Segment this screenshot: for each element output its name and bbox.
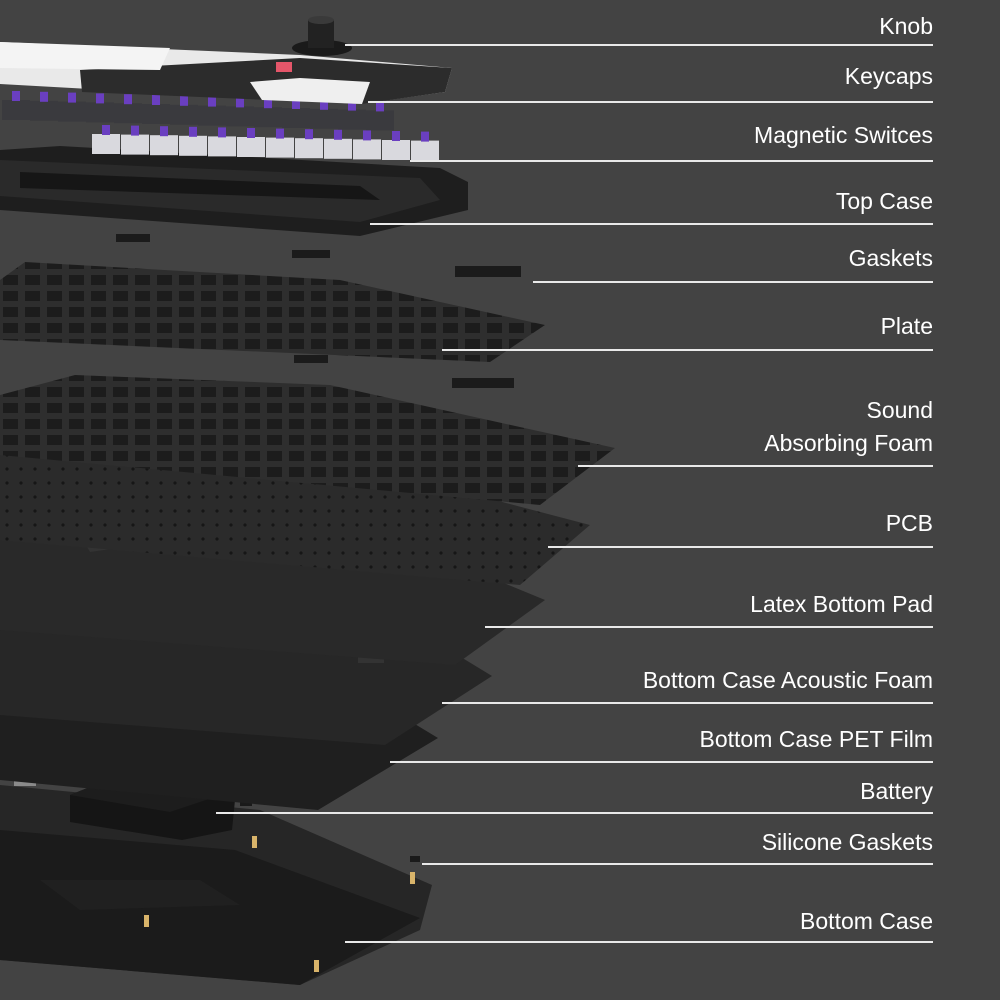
switch-body (58, 101, 86, 122)
magnetic-switches-shape (2, 91, 439, 161)
knob-shape (292, 16, 352, 56)
leader-battery (216, 812, 933, 814)
switch-body (366, 110, 394, 131)
switch-body (30, 100, 58, 121)
leader-bottom-case (345, 941, 933, 943)
foam-cutout-shape (358, 655, 384, 663)
top-case-shape (0, 146, 468, 236)
leader-sound-absorbing-foam (578, 465, 933, 467)
switch-stem (12, 91, 20, 101)
label-top-case: Top Case (835, 188, 933, 214)
label-plate: Plate (880, 313, 933, 339)
switch-stem (334, 129, 342, 140)
switch-body (295, 138, 323, 159)
label-bottom-case: Bottom Case (800, 908, 933, 934)
switch-body (353, 139, 381, 160)
switch-body (254, 107, 282, 128)
leader-bottom-case-acoustic-foam (442, 702, 933, 704)
switch-stem (208, 96, 216, 107)
switch-stem (124, 94, 132, 105)
switch-body (92, 134, 120, 154)
switch-stem (363, 130, 371, 141)
switch-body (86, 102, 114, 123)
switch-body (121, 134, 149, 155)
switch-stem (160, 126, 168, 137)
label-latex-bottom-pad: Latex Bottom Pad (750, 591, 933, 617)
switch-stem (236, 97, 244, 108)
switch-body (208, 136, 236, 157)
label-battery: Battery (860, 778, 933, 804)
switch-stem (218, 127, 226, 138)
switch-stem (131, 125, 139, 136)
label-pcb: PCB (885, 510, 933, 536)
switch-stem (276, 128, 284, 139)
label-sound-absorbing-foam-line2: Absorbing Foam (764, 430, 933, 456)
switch-body (310, 108, 338, 129)
gasket-shape (455, 266, 521, 277)
pcb-shape (0, 440, 590, 585)
leader-gaskets (533, 281, 933, 283)
label-knob: Knob (879, 13, 933, 39)
leader-keycaps (368, 101, 933, 103)
switch-stem (180, 95, 188, 106)
switch-body (411, 140, 439, 161)
leader-top-case (370, 223, 933, 225)
switch-body (382, 140, 410, 160)
switch-stem (292, 99, 300, 109)
gasket-shape (292, 250, 330, 258)
leader-pcb (548, 546, 933, 548)
bottom-case-shape (0, 772, 432, 985)
leader-bottom-case-pet-film (390, 761, 933, 763)
switch-body (266, 137, 294, 158)
switch-body (170, 104, 198, 125)
silicone-gasket-shape (410, 856, 420, 862)
switch-body (150, 135, 178, 156)
switch-body (338, 109, 366, 130)
leader-silicone-gaskets (422, 863, 933, 865)
switch-body (142, 104, 170, 124)
label-gaskets: Gaskets (848, 245, 933, 271)
leader-knob (345, 44, 933, 46)
label-silicone-gaskets: Silicone Gaskets (761, 829, 933, 855)
gasket-shape (452, 378, 514, 388)
label-sound-absorbing-foam: Sound Absorbing Foam (633, 394, 933, 460)
switch-body (237, 137, 265, 157)
plate-shape (0, 262, 545, 362)
keycaps-shape (0, 42, 452, 104)
switch-stem (189, 126, 197, 137)
switch-body (226, 106, 254, 127)
switch-stem (40, 91, 48, 102)
switch-stem (305, 129, 313, 140)
switch-stem (152, 95, 160, 105)
label-magnetic-switches: Magnetic Switces (754, 122, 933, 148)
switch-stem (102, 125, 110, 135)
label-bottom-case-acoustic-foam: Bottom Case Acoustic Foam (642, 667, 933, 693)
switch-body (282, 108, 310, 128)
switch-stem (320, 99, 328, 110)
switch-stem (376, 101, 384, 112)
switch-body (198, 105, 226, 126)
switch-stem (264, 98, 272, 109)
leader-magnetic-switches (410, 160, 933, 162)
switch-stem (421, 131, 429, 142)
leader-latex-bottom-pad (485, 626, 933, 628)
switch-body (114, 103, 142, 124)
switch-stem (68, 92, 76, 103)
switch-body (2, 100, 30, 120)
label-bottom-case-pet-film: Bottom Case PET Film (699, 726, 933, 752)
label-sound-absorbing-foam-line1: Sound (866, 397, 933, 423)
gasket-shape (116, 234, 150, 242)
switch-body (324, 138, 352, 159)
switch-stem (96, 93, 104, 104)
switch-stem (247, 128, 255, 138)
gasket-shape (294, 355, 328, 363)
sound-foam-shape (0, 375, 615, 505)
leader-plate (442, 349, 933, 351)
switch-stem (348, 100, 356, 111)
switch-body (179, 135, 207, 156)
switch-stem (392, 131, 400, 141)
label-keycaps: Keycaps (844, 63, 933, 89)
